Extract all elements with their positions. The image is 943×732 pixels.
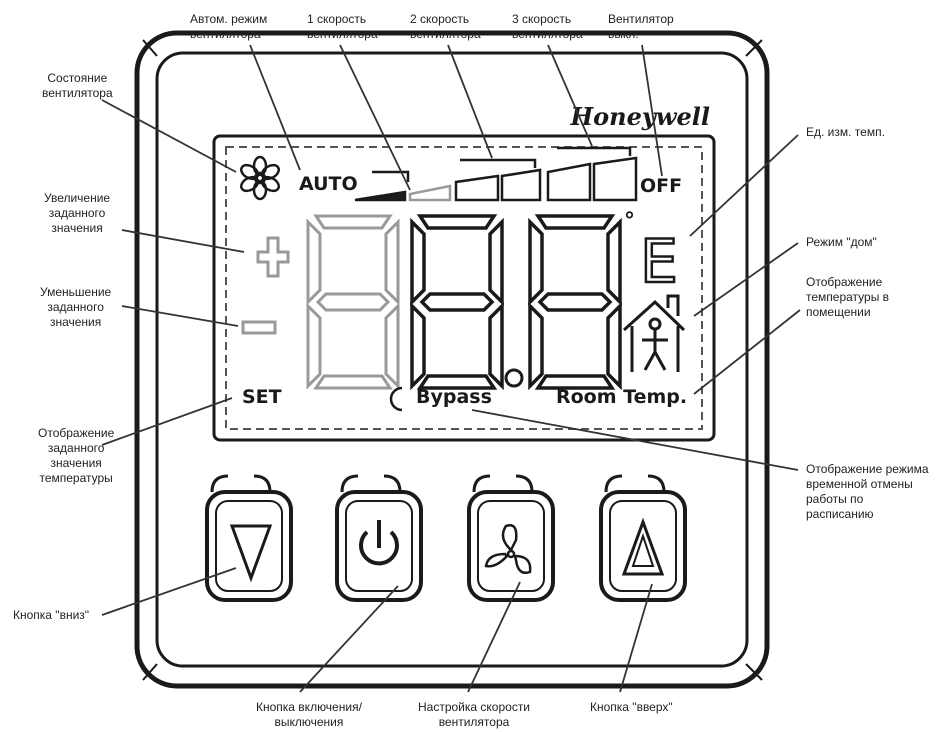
callout-speed-3: 3 скорость вентилятора [512, 12, 583, 41]
callout-power-button: Кнопка включения/ выключения [256, 700, 362, 729]
bypass-label: Bypass [416, 386, 492, 408]
callout-decrease: Уменьшение заданного значения [40, 285, 112, 329]
ghost-digit [306, 214, 400, 390]
power-button[interactable] [335, 474, 423, 602]
off-label: OFF [640, 175, 682, 197]
degree-symbol: ° [624, 209, 635, 234]
set-label: SET [242, 386, 282, 408]
callout-bypass: Отображение режима временной отмены рабо… [806, 462, 929, 521]
digit-tens [410, 214, 504, 391]
brand-logo: Honeywell [569, 102, 710, 131]
callout-speed-2: 2 скорость вентилятора [410, 12, 481, 41]
lcd-window [212, 134, 716, 442]
moon-icon [389, 386, 403, 412]
temp-unit: E [640, 227, 678, 297]
up-button[interactable] [599, 474, 687, 602]
power-icon [359, 520, 399, 566]
speed-3b-bar [592, 156, 638, 202]
callout-up-button: Кнопка "вверх" [590, 700, 673, 714]
fan-icon [484, 524, 532, 574]
room-temp-label: Room Temp. [556, 386, 687, 408]
callout-fan-speed: Настройка скорости вентилятора [418, 700, 531, 729]
lcd-inner-border [225, 146, 703, 430]
home-icon [622, 294, 686, 372]
triangle-down-icon [229, 524, 273, 583]
speed-2b-bar [500, 168, 542, 202]
callout-increase: Увеличение заданного значения [44, 191, 111, 235]
callout-room-temp: Отображение температуры в помещении [806, 275, 890, 319]
minus-icon [241, 320, 277, 335]
speed-3a-bar [546, 162, 592, 202]
digit-units [528, 214, 622, 391]
leader-lines [101, 44, 801, 693]
callout-fan-auto: Автом. режим вентилятора [190, 12, 268, 41]
callout-temp-unit: Ед. изм. темп. [806, 125, 885, 139]
callout-setpoint: Отображение заданного значения температу… [38, 426, 115, 485]
callout-speed-1: 1 скорость вентилятора [307, 12, 378, 41]
speed-1-bar [354, 190, 407, 202]
speed-2a-bar [454, 174, 500, 202]
triangle-up-icon [621, 517, 665, 576]
decimal-point [504, 368, 524, 388]
plus-icon [256, 236, 290, 278]
callout-fan-state: Состояние вентилятора [42, 71, 113, 100]
fan-state-icon [240, 155, 280, 201]
callout-home-mode: Режим "дом" [806, 235, 877, 249]
callout-down-button: Кнопка "вниз" [13, 608, 90, 622]
fan-button[interactable] [467, 474, 555, 602]
speed-1b-bar [408, 184, 452, 202]
callout-fan-off: Вентилятор выкл. [608, 12, 674, 41]
auto-label: AUTO [299, 173, 358, 195]
fan-speed-bars [354, 146, 638, 202]
down-button[interactable] [205, 474, 293, 602]
